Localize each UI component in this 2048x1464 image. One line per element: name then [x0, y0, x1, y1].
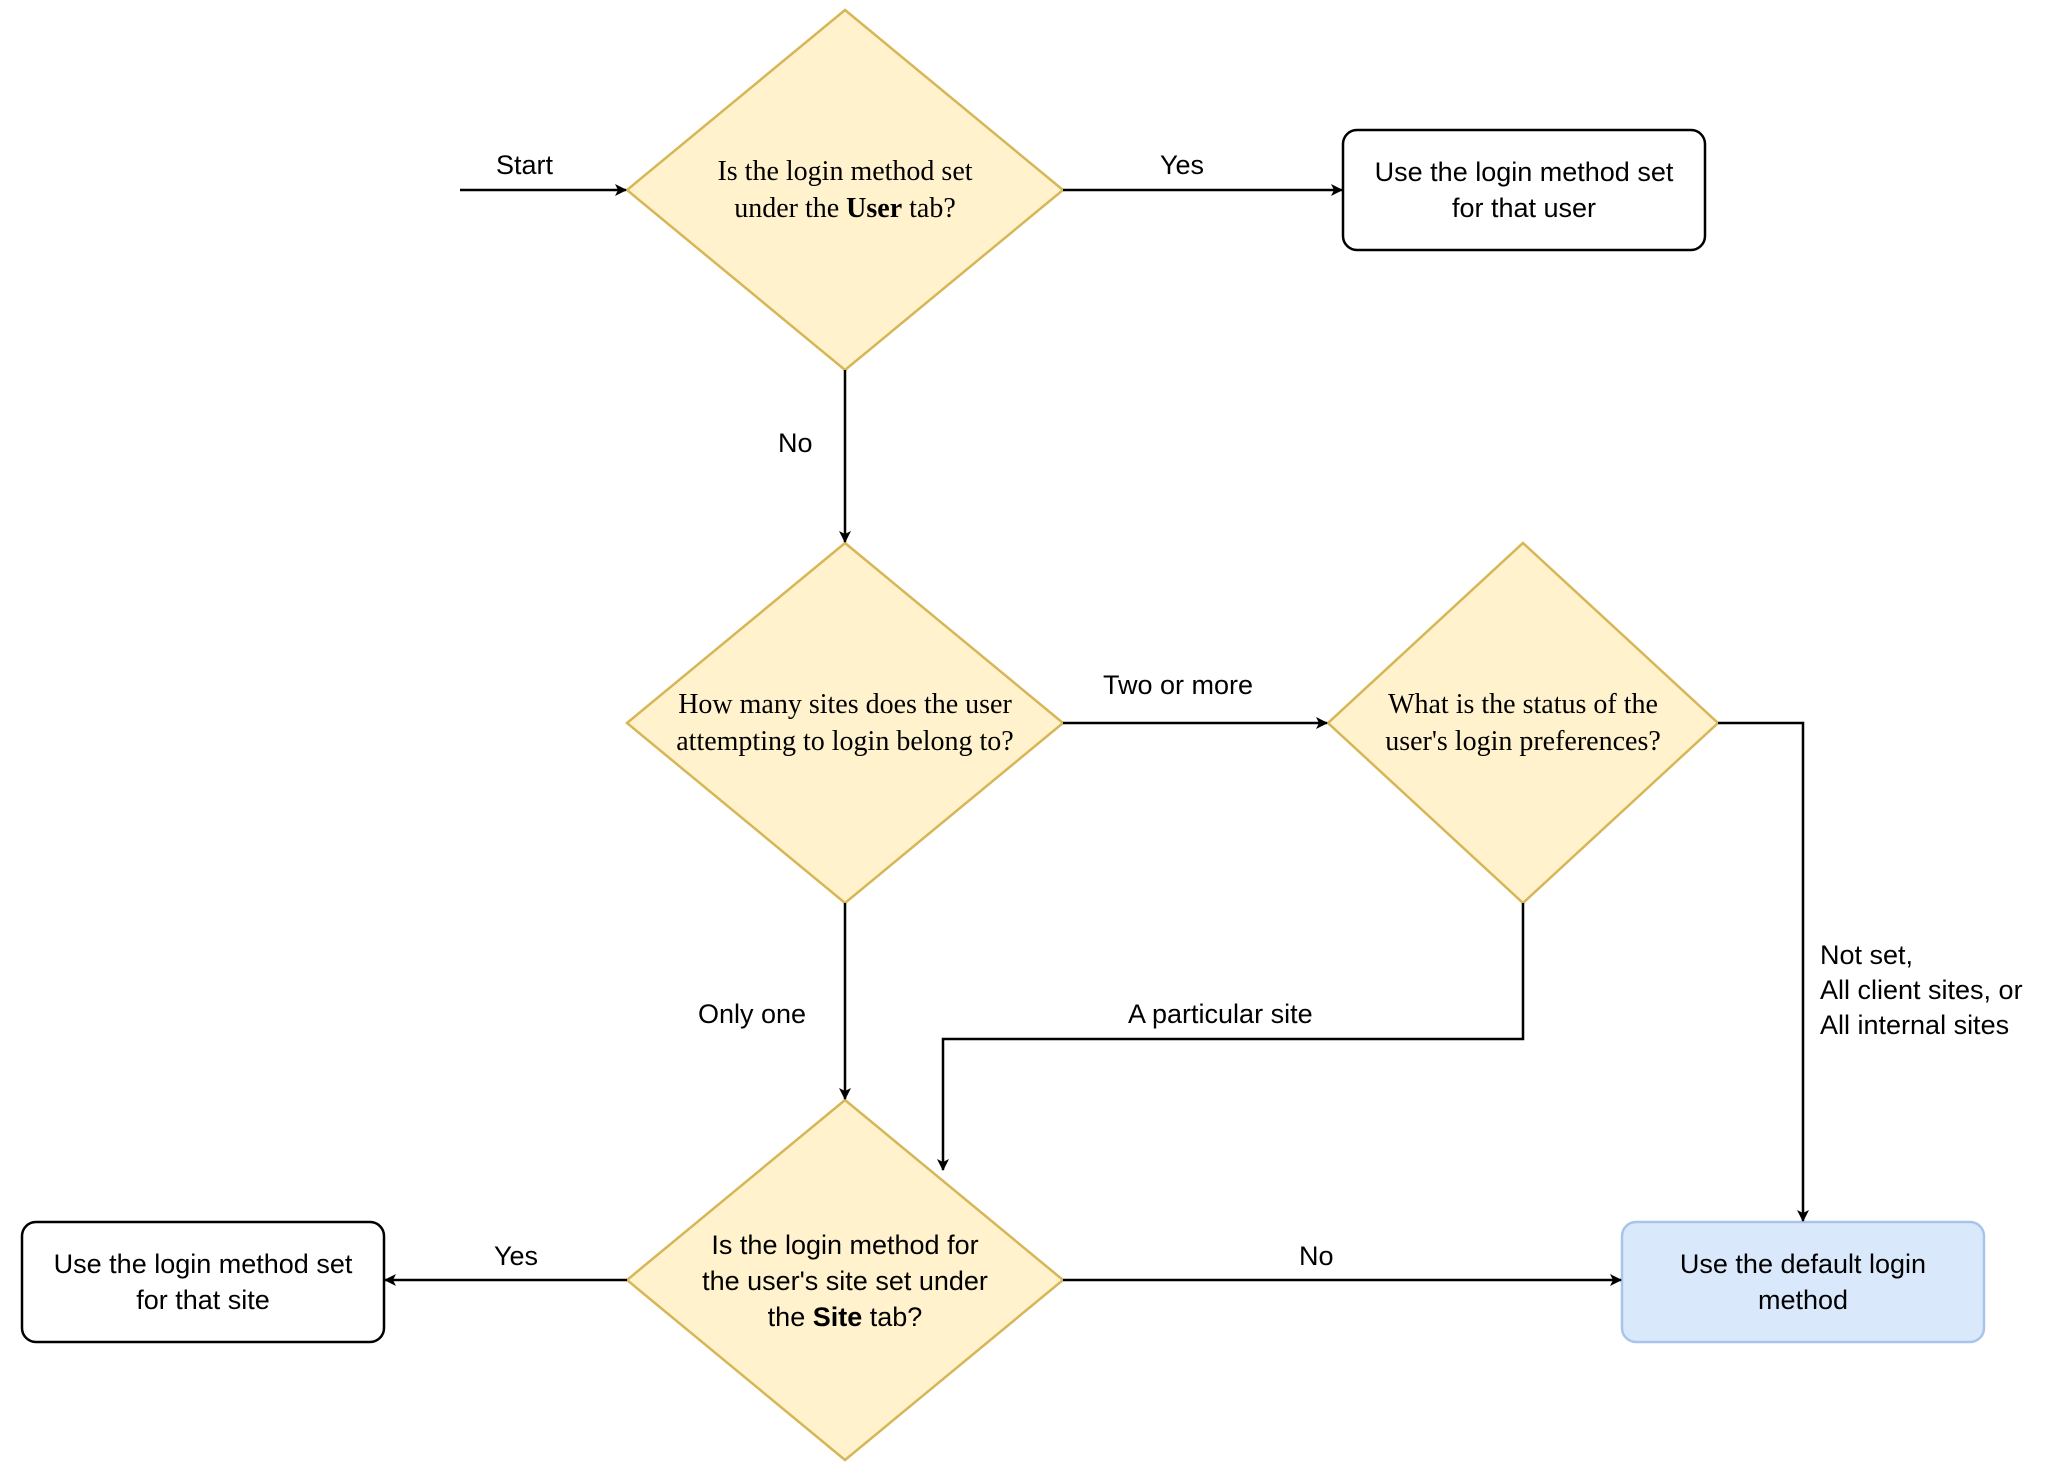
decision-site-tab: [625, 1098, 1065, 1462]
edge-label-site-yes: Yes: [494, 1241, 539, 1271]
edge-label-particular-site: A particular site: [1128, 999, 1313, 1029]
edge-particular-site: [937, 903, 1525, 1171]
box-use-user-method: [1341, 128, 1707, 252]
edge-label-user-yes: Yes: [1160, 150, 1205, 180]
box-use-user-method-text: Use the login method set for that user: [1374, 157, 1674, 223]
box-use-default-method: [1620, 1220, 1986, 1344]
decision-site-count-text: How many sites does the user attempting …: [676, 689, 1014, 757]
edge-label-only-one: Only one: [698, 999, 807, 1029]
edge-label-start: Start: [496, 150, 554, 180]
edge-label-not-set: Not set, All client sites, or All intern…: [1820, 940, 2023, 1040]
decision-login-preferences-text: What is the status of the user's login p…: [1385, 689, 1661, 757]
edge-label-two-or-more: Two or more: [1103, 670, 1254, 700]
decision-user-tab-text: Is the login method set under the User t…: [717, 156, 973, 224]
box-use-default-method-text: Use the default login method: [1679, 1249, 1927, 1315]
edge-label-site-no: No: [1299, 1241, 1334, 1271]
box-use-site-method-text: Use the login method set for that site: [53, 1249, 353, 1315]
decision-site-tab-text: Is the login method for the user's site …: [702, 1230, 988, 1332]
edge-label-user-no: No: [778, 428, 813, 458]
edge-not-set: [1718, 721, 1809, 1222]
